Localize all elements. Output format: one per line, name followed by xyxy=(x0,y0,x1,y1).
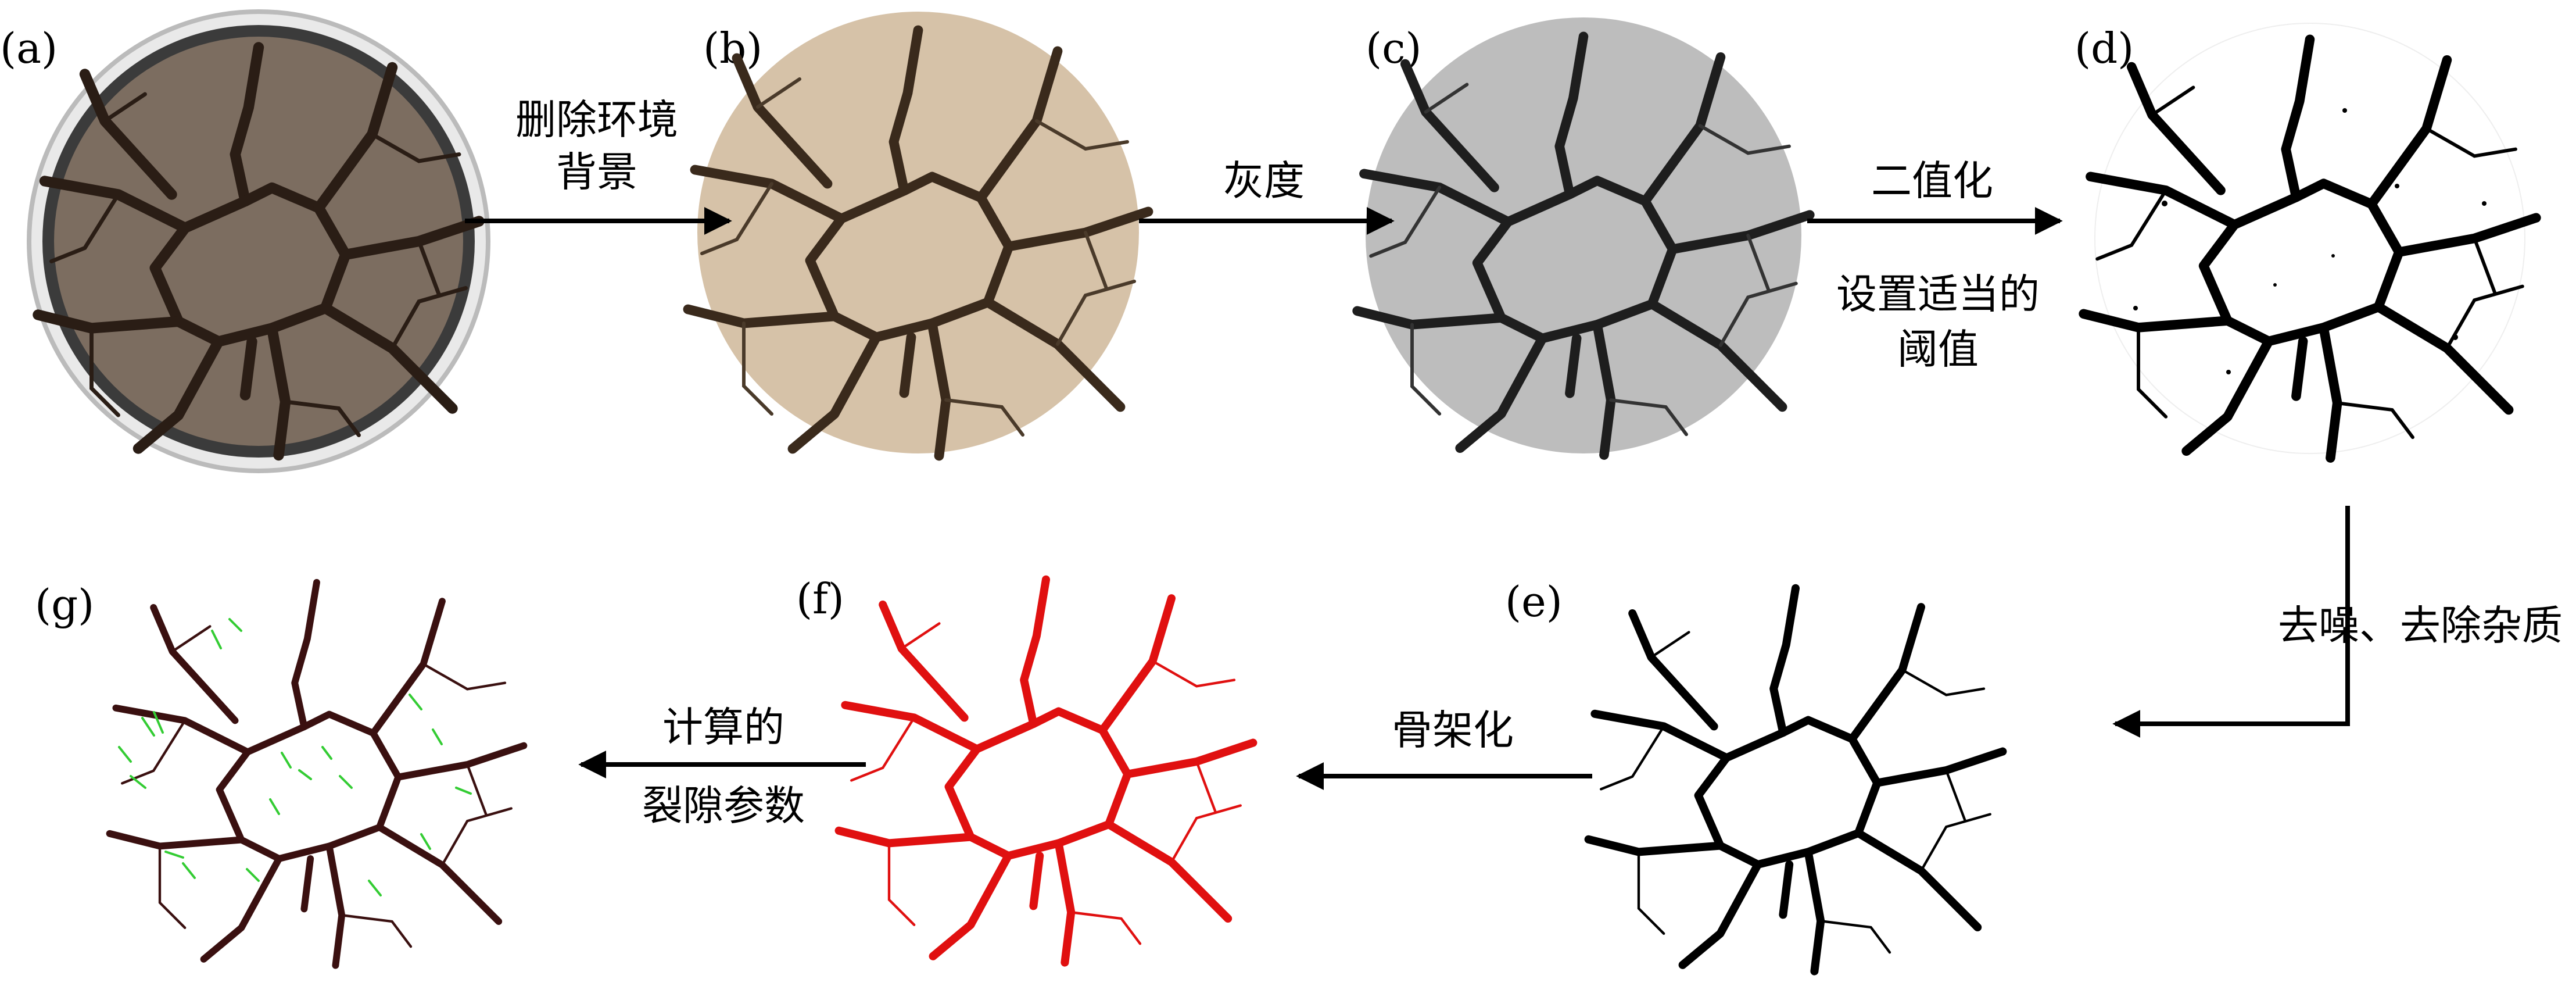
panel-a-image xyxy=(27,9,490,473)
panel-label-f: (f) xyxy=(796,574,844,623)
step-binarize-line1: 二值化 xyxy=(1871,157,1993,205)
step-skeletonize: 骨架化 xyxy=(1392,706,1514,754)
panel-label-g: (g) xyxy=(35,580,94,629)
step-remove-background-line2: 背景 xyxy=(556,148,637,196)
panel-c-image xyxy=(1357,17,1810,455)
step-grayscale: 灰度 xyxy=(1223,157,1305,205)
panel-d-image xyxy=(2084,23,2536,458)
panel-label-c: (c) xyxy=(1366,24,1422,73)
panel-label-e: (e) xyxy=(1505,577,1563,626)
step-remove-background-line1: 删除环境 xyxy=(515,96,678,144)
panel-e-image xyxy=(1589,588,2003,971)
step-binarize-line3: 阈值 xyxy=(1897,326,1979,373)
panel-label-b: (b) xyxy=(703,24,762,73)
step-compute-line1: 计算的 xyxy=(662,703,784,751)
panel-label-d: (d) xyxy=(2075,24,2134,73)
step-denoise: 去噪、去除杂质 xyxy=(2278,602,2563,649)
panel-label-a: (a) xyxy=(0,24,58,73)
step-binarize-line2: 设置适当的 xyxy=(1836,270,2040,318)
panel-f-image xyxy=(839,580,1253,963)
arrow-d-to-e xyxy=(2112,506,2350,738)
panel-b-image xyxy=(688,12,1148,456)
step-compute-line2: 裂隙参数 xyxy=(642,782,805,830)
panel-g-image xyxy=(110,583,524,966)
